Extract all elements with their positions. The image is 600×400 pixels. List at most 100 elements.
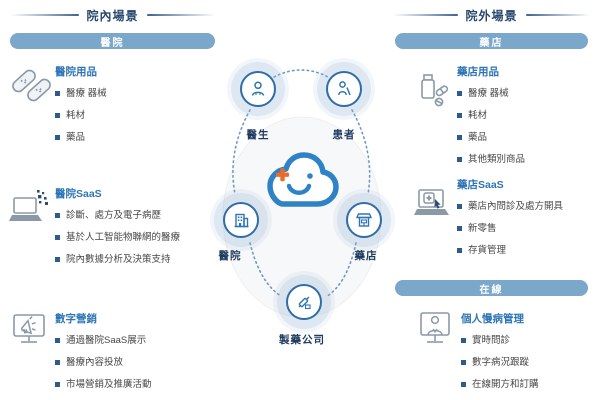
list-item-label: 醫療內容投放: [66, 357, 124, 368]
bullet-square-icon: [55, 235, 60, 240]
section-title: 個人慢病管理: [461, 313, 524, 325]
patient-node: [317, 62, 371, 116]
right-scene-title: 院外場景: [465, 8, 518, 23]
list-item: 實時問診: [461, 334, 539, 347]
list-item-label: 藥品: [468, 132, 488, 143]
bullet-square-icon: [55, 213, 60, 218]
decorative-line: [393, 13, 458, 17]
list-item-label: 通過醫院SaaS展示: [66, 335, 147, 346]
bullet-square-icon: [457, 91, 462, 96]
doctor-node-circle: [240, 71, 276, 107]
section-title: 藥店SaaS: [457, 179, 504, 191]
bullet-square-icon: [457, 204, 462, 209]
section-title: 數字營銷: [55, 313, 97, 325]
list-item-label: 存貨管理: [468, 245, 507, 256]
patient-node-label: 患者: [332, 129, 356, 141]
list-item: 其他類別商品: [457, 153, 525, 166]
list-item-label: 醫療 器械: [66, 88, 107, 99]
doctor-icon: [251, 81, 265, 96]
list-item-label: 耗材: [468, 110, 488, 121]
bullet-square-icon: [457, 135, 462, 140]
list-item: 市場營銷及推廣活動: [55, 378, 152, 391]
list-item-label: 基於人工智能物聯網的醫療: [66, 232, 181, 243]
pharmacy-pill: 藥店: [395, 33, 588, 49]
decorative-line: [146, 13, 216, 17]
list-item-label: 診斷、處方及電子病歷: [66, 210, 162, 221]
pharmacy-store-icon-circle: [346, 202, 382, 238]
list-item: 藥品: [457, 131, 525, 144]
right-scene-header: 院外場景: [393, 6, 591, 24]
patient-node-circle: [326, 71, 362, 107]
list-item-label: 其他類別商品: [468, 154, 526, 165]
bullet-square-icon: [55, 360, 60, 365]
bullet-square-icon: [461, 382, 466, 387]
pharmacy-node-label: 藥店: [354, 250, 378, 262]
bullet-square-icon: [55, 338, 60, 343]
list-item-label: 數字病況跟蹤: [472, 357, 530, 368]
bullet-square-icon: [55, 135, 60, 140]
section-title: 藥店用品: [457, 66, 499, 78]
bullet-square-icon: [55, 257, 60, 262]
list-item: 新零售: [457, 222, 563, 235]
bullet-square-icon: [461, 360, 466, 365]
section-title: 醫院SaaS: [55, 188, 102, 200]
section-title: 醫院用品: [55, 66, 97, 78]
list-item-label: 在線開方和訂購: [472, 379, 539, 390]
list-item-label: 市場營銷及推廣活動: [66, 379, 152, 390]
list-item: 基於人工智能物聯網的醫療: [55, 231, 180, 244]
list-item: 耗材: [55, 109, 107, 122]
bullet-square-icon: [457, 226, 462, 231]
pharmacy-store-icon: [355, 213, 373, 227]
list-item-label: 藥品: [66, 132, 86, 143]
pharma-company-node-circle: [286, 284, 322, 320]
bullet-square-icon: [457, 113, 462, 118]
list-item: 耗材: [457, 109, 525, 122]
bullet-square-icon: [55, 382, 60, 387]
list-item-label: 新零售: [468, 223, 497, 234]
decorative-line: [10, 13, 79, 17]
hospital-node: [214, 193, 268, 247]
hospital-node-label: 醫院: [218, 250, 242, 262]
list-item: 藥店內問診及處方開具: [457, 200, 563, 213]
list-item-label: 藥店內問診及處方開具: [468, 201, 564, 212]
smiling-cloud-logo-icon: [267, 152, 339, 207]
list-item: 醫療 器械: [457, 87, 525, 100]
list-item-label: 醫療 器械: [468, 88, 509, 99]
decorative-line: [525, 13, 591, 17]
bandage-icon: [12, 69, 51, 102]
list-item: 在線開方和訂購: [461, 378, 539, 391]
laptop-medical-icon: [414, 189, 449, 215]
list-item: 存貨管理: [457, 244, 563, 257]
online-pill: 在線: [395, 280, 588, 296]
bullet-square-icon: [55, 91, 60, 96]
doctor-node: [231, 62, 285, 116]
pharma-company-node-label: 製藥公司: [279, 334, 325, 346]
list-item: 院內數據分析及決策支持: [55, 253, 180, 266]
monitor-megaphone-icon: [13, 314, 45, 343]
list-item: 醫療內容投放: [55, 356, 152, 369]
monitor-doctor-icon: [420, 312, 450, 343]
hospital-pill: 醫院: [10, 33, 215, 49]
doctor-node-label: 醫生: [246, 129, 270, 141]
patient-icon: [338, 81, 351, 96]
list-item: 通過醫院SaaS展示: [55, 334, 152, 347]
laptop-pixels-icon: [9, 190, 48, 221]
list-item-label: 院內數據分析及決策支持: [66, 254, 171, 265]
list-item: 數字病況跟蹤: [461, 356, 539, 369]
bullet-square-icon: [461, 338, 466, 343]
pharma-company-node: [277, 275, 331, 329]
syringe-icon: [298, 296, 311, 310]
hospital-icon: [234, 213, 249, 228]
bullet-square-icon: [457, 248, 462, 253]
left-scene-header: 院內場景: [10, 6, 216, 24]
bullet-square-icon: [457, 157, 462, 162]
hospital-node-circle: [223, 202, 259, 238]
list-item-label: 實時問診: [472, 335, 511, 346]
dotted-connector-arcs: [232, 69, 371, 298]
list-item-label: 耗材: [66, 110, 86, 121]
list-item: 診斷、處方及電子病歷: [55, 209, 180, 222]
pharmacy-node: [337, 193, 391, 247]
left-scene-title: 院內場景: [86, 8, 139, 23]
